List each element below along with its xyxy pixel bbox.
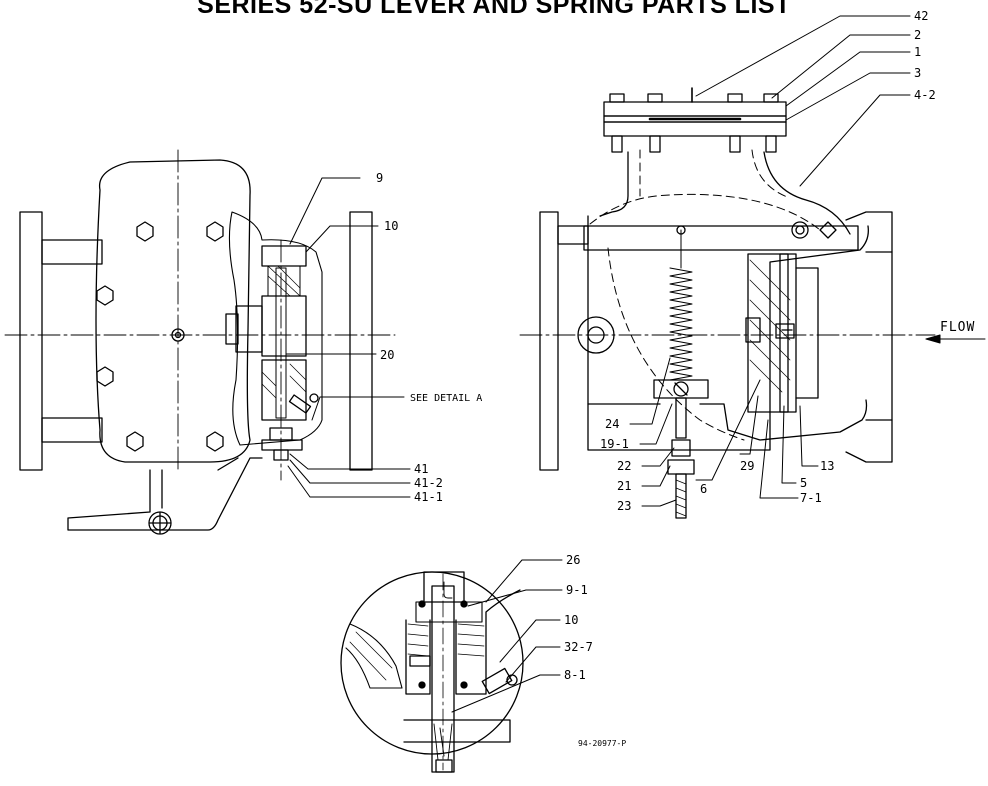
body-bolts — [96, 221, 224, 452]
callout-20: 20 — [380, 348, 394, 362]
callout-23: 23 — [617, 499, 631, 513]
cover-bolts — [609, 93, 779, 153]
callout-10-detail: 10 — [564, 613, 578, 627]
callout-32-7: 32-7 — [564, 640, 593, 654]
see-detail-a-label: SEE DETAIL A — [410, 393, 482, 404]
left-view-leaders — [285, 177, 411, 498]
callout-41: 41 — [414, 462, 428, 476]
callout-42: 42 — [914, 9, 928, 23]
right-callout-labels: 42 2 1 3 4-2 24 19-1 22 21 23 6 29 7-1 5… — [600, 9, 975, 513]
callout-41-1: 41-1 — [414, 490, 443, 504]
callout-41-2: 41-2 — [414, 476, 443, 490]
left-callout-labels: 9 10 20 SEE DETAIL A 41 41-2 41-1 — [376, 171, 482, 504]
callout-24: 24 — [605, 417, 619, 431]
drawing-number: 94-20977-P — [578, 739, 626, 748]
detail-leaders — [451, 559, 563, 713]
right-side-view — [519, 87, 936, 519]
callout-7-1: 7-1 — [800, 491, 822, 505]
callout-10: 10 — [384, 219, 398, 233]
right-view-leaders — [629, 15, 986, 507]
callout-29: 29 — [740, 459, 754, 473]
callout-4-2: 4-2 — [914, 88, 936, 102]
detail-callout-labels: 26 9-1 10 32-7 8-1 94-20977-P — [564, 553, 626, 748]
callout-9: 9 — [376, 171, 383, 185]
callout-6: 6 — [700, 482, 707, 496]
drawing-title: SERIES 52-SU LEVER AND SPRING PARTS LIST — [197, 0, 791, 19]
left-side-view — [4, 149, 396, 535]
callout-3: 3 — [914, 66, 921, 80]
flow-label: FLOW — [940, 320, 975, 335]
callout-5: 5 — [800, 476, 807, 490]
callout-21: 21 — [617, 479, 631, 493]
callout-13: 13 — [820, 459, 834, 473]
callout-26: 26 — [566, 553, 580, 567]
callout-19-1: 19-1 — [600, 437, 629, 451]
detail-a-view — [340, 571, 524, 773]
callout-8-1: 8-1 — [564, 668, 586, 682]
callout-22: 22 — [617, 459, 631, 473]
callout-9-1: 9-1 — [566, 583, 588, 597]
callout-1: 1 — [914, 45, 921, 59]
callout-2: 2 — [914, 28, 921, 42]
